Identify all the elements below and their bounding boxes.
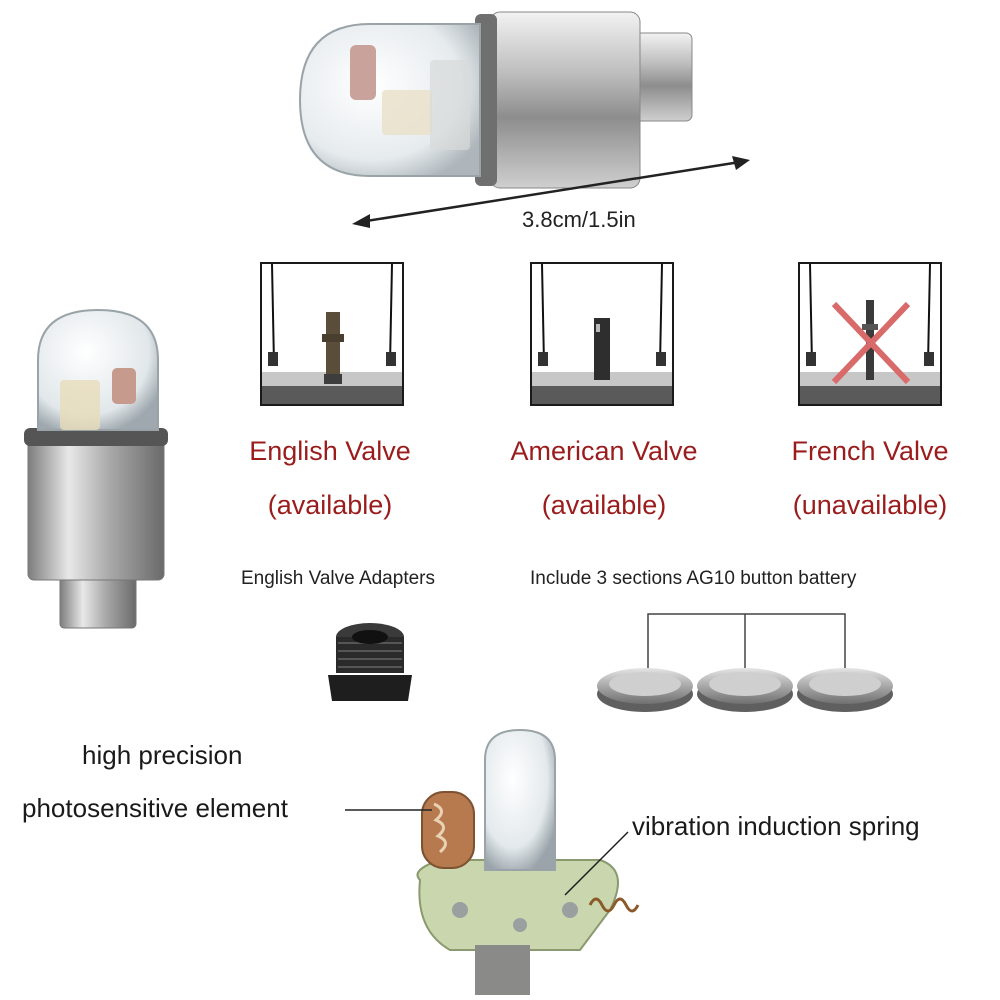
spring-pointer: [564, 831, 629, 896]
dimension-arrow: [352, 156, 750, 228]
adapters-label: English Valve Adapters: [241, 568, 435, 589]
battery-cell-3: [797, 668, 893, 712]
battery-label: Include 3 sections AG10 button battery: [530, 568, 857, 589]
valve-image-american: [530, 262, 674, 406]
callout-lines: [345, 809, 629, 896]
photosensitive-label-line1: high precision: [82, 740, 243, 770]
photosensitive-label-line2: photosensitive element: [22, 793, 288, 823]
adapter-nut-image: [328, 623, 412, 701]
valve-status-english: (available): [267, 490, 393, 520]
spring-label: vibration induction spring: [632, 811, 920, 841]
cross-line-2: [831, 301, 911, 385]
product-photo-top: [298, 11, 693, 189]
valve-name-american: American Valve: [510, 436, 698, 466]
valve-image-english: [260, 262, 404, 406]
valve-name-english: English Valve: [249, 436, 411, 466]
battery-cell-1: [597, 668, 693, 712]
battery-cell-2: [697, 668, 793, 712]
product-photo-side: [24, 308, 168, 629]
dimension-label: 3.8cm/1.5in: [522, 207, 636, 232]
battery-group-image: [597, 613, 893, 712]
valve-image-french: [798, 262, 942, 406]
circuit-board-image: [416, 728, 640, 995]
valve-name-french: French Valve: [791, 436, 949, 466]
valve-status-american: (available): [541, 490, 667, 520]
valve-status-french: (unavailable): [792, 490, 948, 520]
